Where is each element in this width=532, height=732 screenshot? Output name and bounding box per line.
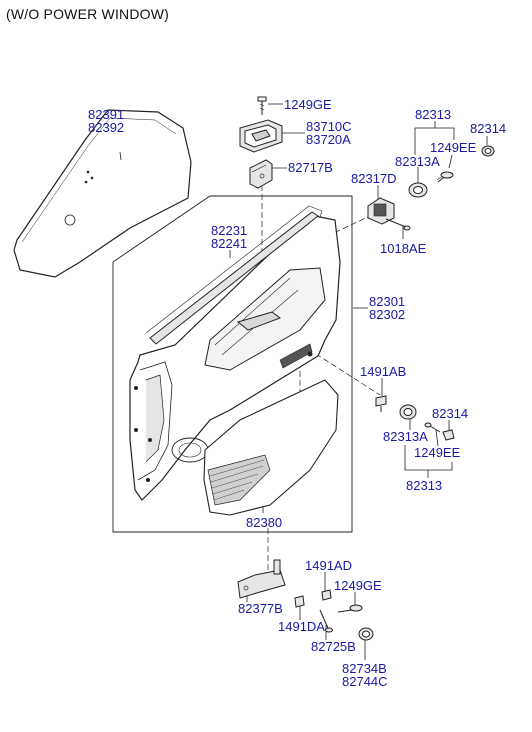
part-label-82314-top[interactable]: 82314 bbox=[470, 121, 507, 136]
part-label-82380[interactable]: 82380 bbox=[246, 515, 283, 530]
part-label-83720a[interactable]: 83720A bbox=[306, 132, 351, 147]
part-label-82302[interactable]: 82302 bbox=[369, 307, 406, 322]
part-label-82313a-mid[interactable]: 82313A bbox=[383, 429, 428, 444]
screw-1249ge-top[interactable] bbox=[257, 96, 267, 115]
trim-assembly-frame bbox=[112, 195, 353, 533]
pull-handle-82317d[interactable] bbox=[367, 197, 395, 225]
part-label-1491da[interactable]: 1491DA bbox=[278, 619, 325, 634]
part-label-82301[interactable]: 82301 bbox=[369, 294, 406, 309]
screw-82725b[interactable] bbox=[319, 609, 333, 633]
clip-1491ab[interactable] bbox=[375, 395, 387, 412]
part-label-82241[interactable]: 82241 bbox=[211, 236, 248, 251]
part-label-82734b[interactable]: 82734B bbox=[342, 661, 387, 676]
watershield-sheet[interactable] bbox=[13, 109, 192, 278]
part-label-82317d[interactable]: 82317D bbox=[351, 171, 397, 186]
part-label-82313-mid[interactable]: 82313 bbox=[406, 478, 443, 493]
part-label-1491ad[interactable]: 1491AD bbox=[305, 558, 352, 573]
handle-bracket[interactable] bbox=[249, 159, 273, 189]
part-label-82231[interactable]: 82231 bbox=[211, 223, 248, 238]
cap-82313a-mid[interactable] bbox=[399, 404, 417, 420]
part-label-82313a-top[interactable]: 82313A bbox=[395, 154, 440, 169]
part-label-1249ee-top[interactable]: 1249EE bbox=[430, 140, 477, 155]
part-label-1491ab[interactable]: 1491AB bbox=[360, 364, 407, 379]
cap-82313a-top[interactable] bbox=[408, 182, 428, 198]
clip-1491ad[interactable] bbox=[321, 589, 332, 601]
part-label-1249ge-top[interactable]: 1249GE bbox=[284, 97, 332, 112]
bracket-82377b[interactable] bbox=[237, 559, 286, 599]
door-handle-housing[interactable] bbox=[239, 119, 283, 153]
diagram-caption: (W/O POWER WINDOW) bbox=[6, 6, 170, 22]
door-trim-panel[interactable] bbox=[129, 205, 341, 501]
part-label-82744c[interactable]: 82744C bbox=[342, 674, 388, 689]
part-label-82717b[interactable]: 82717B bbox=[288, 160, 333, 175]
part-label-1018ae[interactable]: 1018AE bbox=[380, 241, 427, 256]
part-label-82313-top[interactable]: 82313 bbox=[415, 107, 452, 122]
screw-1018ae[interactable] bbox=[385, 218, 411, 231]
part-label-83710c[interactable]: 83710C bbox=[306, 119, 352, 134]
grommet-82314-mid[interactable] bbox=[442, 429, 455, 441]
part-label-82725b[interactable]: 82725B bbox=[311, 639, 356, 654]
screw-1249ee-top[interactable] bbox=[436, 171, 454, 183]
leader-lines bbox=[107, 103, 488, 660]
part-label-82392[interactable]: 82392 bbox=[88, 120, 125, 135]
map-pocket[interactable] bbox=[203, 379, 339, 516]
part-label-1249ee-mid[interactable]: 1249EE bbox=[414, 445, 461, 460]
clip-1491da[interactable] bbox=[294, 595, 305, 608]
screw-1249ge-bot[interactable] bbox=[337, 604, 363, 613]
cap-82734b[interactable] bbox=[358, 627, 374, 641]
screw-1249ee-mid[interactable] bbox=[424, 422, 441, 433]
part-label-82391[interactable]: 82391 bbox=[88, 107, 125, 122]
grommet-82314-top[interactable] bbox=[481, 145, 495, 157]
part-label-82377b[interactable]: 82377B bbox=[238, 601, 283, 616]
part-label-82314-mid[interactable]: 82314 bbox=[432, 406, 469, 421]
part-label-1249ge-bot[interactable]: 1249GE bbox=[334, 578, 382, 593]
